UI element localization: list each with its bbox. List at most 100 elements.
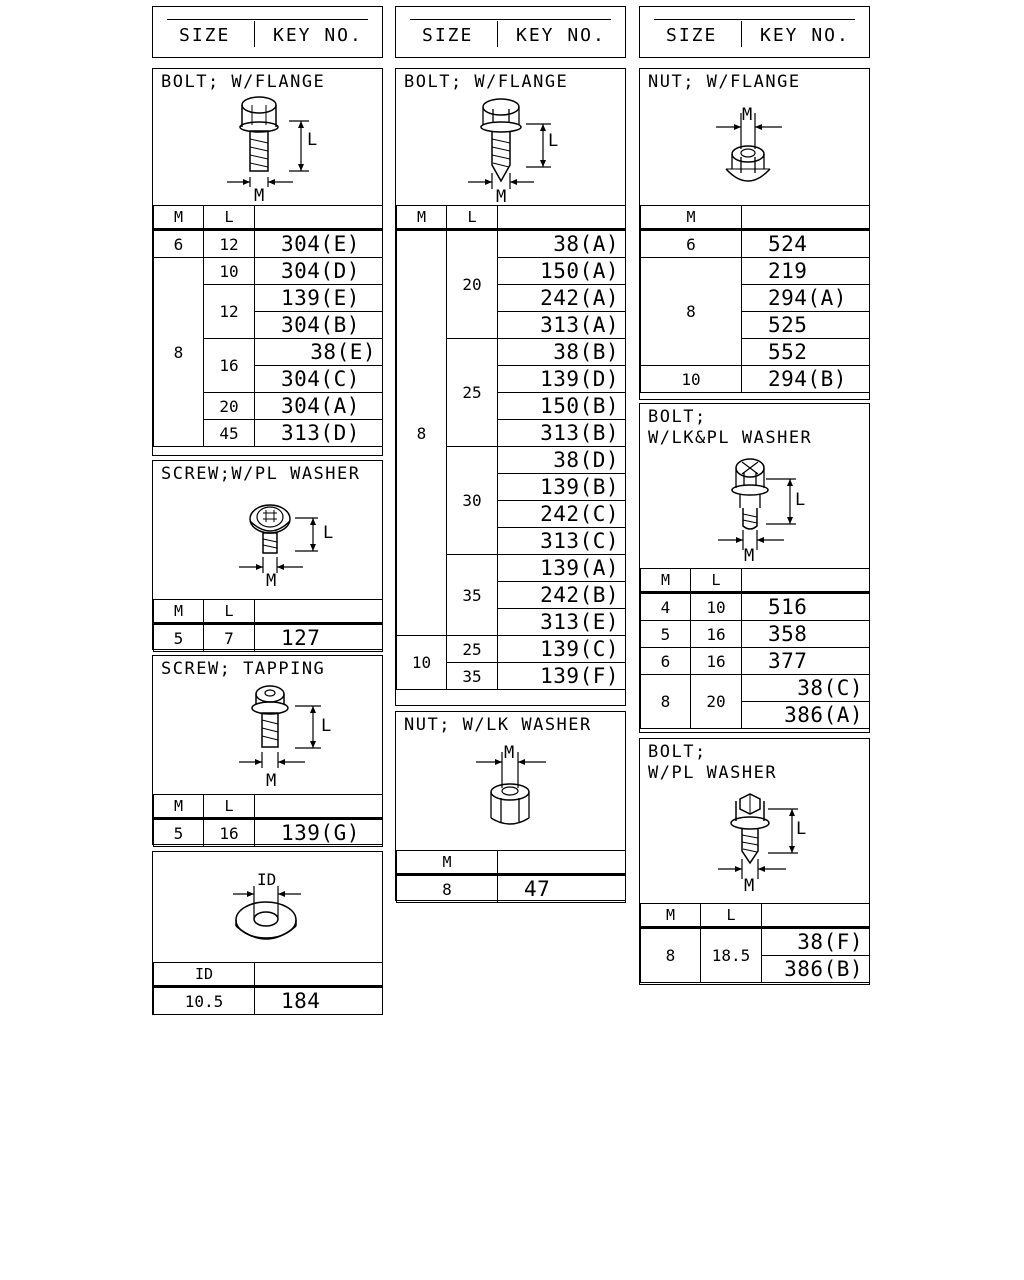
table-row: 8 18.5 38(F) [640, 926, 870, 983]
size-label: SIZE [666, 25, 718, 46]
table-row: 242(B) [397, 581, 626, 609]
table-row: 304(C) [154, 365, 383, 393]
table-header-row: ID [153, 962, 383, 987]
bolt-flange-table-2: M L 8 20 38(A) 150(A) 242(A) 313(A) 25 3… [396, 205, 626, 690]
table-row: 8 10 304(D) [153, 257, 383, 447]
nut-flange-table: M 6 524 8 219 294(A) 525 552 10 294(B) [640, 205, 870, 393]
dim-m-label: M [504, 743, 515, 763]
panel-title: SCREW;W/PL WASHER [161, 464, 361, 484]
washer-panel: ID ID 10.5 184 [152, 851, 383, 1015]
table-row: 5 7 127 [153, 622, 383, 652]
table-row: 4 10 516 [640, 591, 870, 621]
tapping-screw-figure [239, 685, 321, 768]
table-header-row: M [396, 850, 626, 875]
table-row: 6 12 304(E) [153, 228, 383, 258]
panel-title: SCREW; TAPPING [161, 659, 326, 679]
size-label: SIZE [422, 25, 474, 46]
table-row: 552 [641, 338, 870, 366]
table-row: 30 38(D) [397, 446, 626, 555]
screw-washer-figure [239, 504, 318, 573]
table-row: 5 16 358 [640, 620, 870, 648]
flange-bolt-figure [468, 98, 551, 189]
dim-l-label: L [323, 523, 334, 543]
table-row: 8 47 [396, 873, 626, 903]
table-row: 35 139(A) [397, 554, 626, 636]
table-row: 45 313(D) [154, 419, 383, 447]
bolt-pl-figure [718, 793, 798, 879]
bolt-flange-panel: BOLT; W/FLANGE L M M L 6 12 30 [152, 68, 383, 456]
table-header-row: M L [153, 205, 383, 230]
screw-tapping-table: M L 5 16 139(G) [153, 794, 383, 847]
bolt-pl-table: M L 8 18.5 38(F) 386(B) [640, 903, 870, 983]
panel-title: BOLT; W/LK&PL WASHER [648, 407, 813, 448]
table-row: 150(A) [397, 257, 626, 285]
panel-title: BOLT; W/PL WASHER [648, 742, 778, 783]
lock-nut-figure [476, 752, 546, 825]
dim-m-label: M [266, 771, 277, 791]
table-header-row: M L [396, 205, 626, 230]
panel-title: NUT; W/LK WASHER [404, 715, 592, 735]
dim-l-label: L [321, 716, 332, 736]
screw-pl-washer-panel: SCREW;W/PL WASHER L M M L 5 7 [152, 460, 383, 652]
table-header-row: M L [640, 568, 870, 593]
flange-nut-figure [716, 113, 782, 182]
table-row: 139(B) [397, 473, 626, 501]
panel-title: NUT; W/FLANGE [648, 72, 801, 92]
bolt-lk-pl-figure [718, 458, 796, 550]
dim-m-label: M [744, 876, 755, 896]
dim-l-label: L [795, 490, 806, 510]
table-row: 386(A) [641, 701, 870, 729]
screw-tapping-panel: SCREW; TAPPING L M M L 5 16 13 [152, 655, 383, 847]
table-header-row: M L [153, 794, 383, 819]
dim-id-label: ID [257, 870, 277, 889]
key-no-label: KEY NO. [760, 25, 850, 46]
bolt-lk-pl-washer-panel: BOLT; W/LK&PL WASHER L M M L 4 [639, 403, 870, 733]
panel-title: BOLT; W/FLANGE [161, 72, 326, 92]
table-row: 8 20 38(C) [640, 674, 870, 729]
nut-lk-washer-panel: NUT; W/LK WASHER M M 8 47 [395, 711, 626, 903]
panel-title: BOLT; W/FLANGE [404, 72, 569, 92]
table-row: 6 16 377 [640, 647, 870, 675]
dim-m-label: M [744, 546, 755, 566]
bolt-flange-table: M L 6 12 304(E) 8 10 304(D) 12 139(E) 30… [153, 205, 383, 447]
table-row: 8 219 [640, 257, 870, 366]
table-row: 10 25 139(C) [396, 635, 626, 690]
table-row: 294(A) [641, 284, 870, 312]
size-label: SIZE [179, 25, 231, 46]
dim-m-label: M [496, 187, 507, 207]
table-header-row: M L [153, 599, 383, 624]
size-key-header: SIZE KEY NO. [395, 6, 626, 58]
key-no-label: KEY NO. [273, 25, 363, 46]
nut-flange-panel: NUT; W/FLANGE M M 6 524 8 219 [639, 68, 870, 400]
table-row: 150(B) [397, 392, 626, 420]
table-row: 242(C) [397, 500, 626, 528]
table-row: 386(B) [641, 955, 870, 983]
dim-m-label: M [742, 105, 753, 125]
table-row: 8 20 38(A) [396, 228, 626, 636]
washer-table: ID 10.5 184 [153, 962, 383, 1015]
table-row: 20 304(A) [154, 392, 383, 420]
flange-bolt-figure [227, 96, 309, 187]
dim-l-label: L [796, 819, 807, 839]
table-row: 10.5 184 [153, 985, 383, 1015]
key-no-label: KEY NO. [516, 25, 606, 46]
dim-m-label: M [254, 186, 265, 206]
table-header-row: M [640, 205, 870, 230]
dim-l-label: L [548, 131, 559, 151]
table-row: 35 139(F) [397, 662, 626, 690]
bolt-flange-panel-2: BOLT; W/FLANGE L M M L 8 20 38 [395, 68, 626, 706]
washer-figure [233, 886, 301, 940]
table-row: 10 294(B) [640, 365, 870, 393]
table-row: 5 16 139(G) [153, 817, 383, 847]
dim-l-label: L [307, 130, 318, 150]
dim-m-label: M [266, 571, 277, 591]
screw-pl-washer-table: M L 5 7 127 [153, 599, 383, 652]
nut-lk-washer-table: M 8 47 [396, 850, 626, 903]
bolt-lk-pl-table: M L 4 10 516 5 16 358 6 16 377 8 20 [640, 568, 870, 729]
size-key-header: SIZE KEY NO. [152, 6, 383, 58]
table-header-row: M L [640, 903, 870, 928]
table-row: 313(E) [397, 608, 626, 636]
table-row: 6 524 [640, 228, 870, 258]
size-key-header: SIZE KEY NO. [639, 6, 870, 58]
table-row: 16 38(E) [154, 338, 383, 393]
